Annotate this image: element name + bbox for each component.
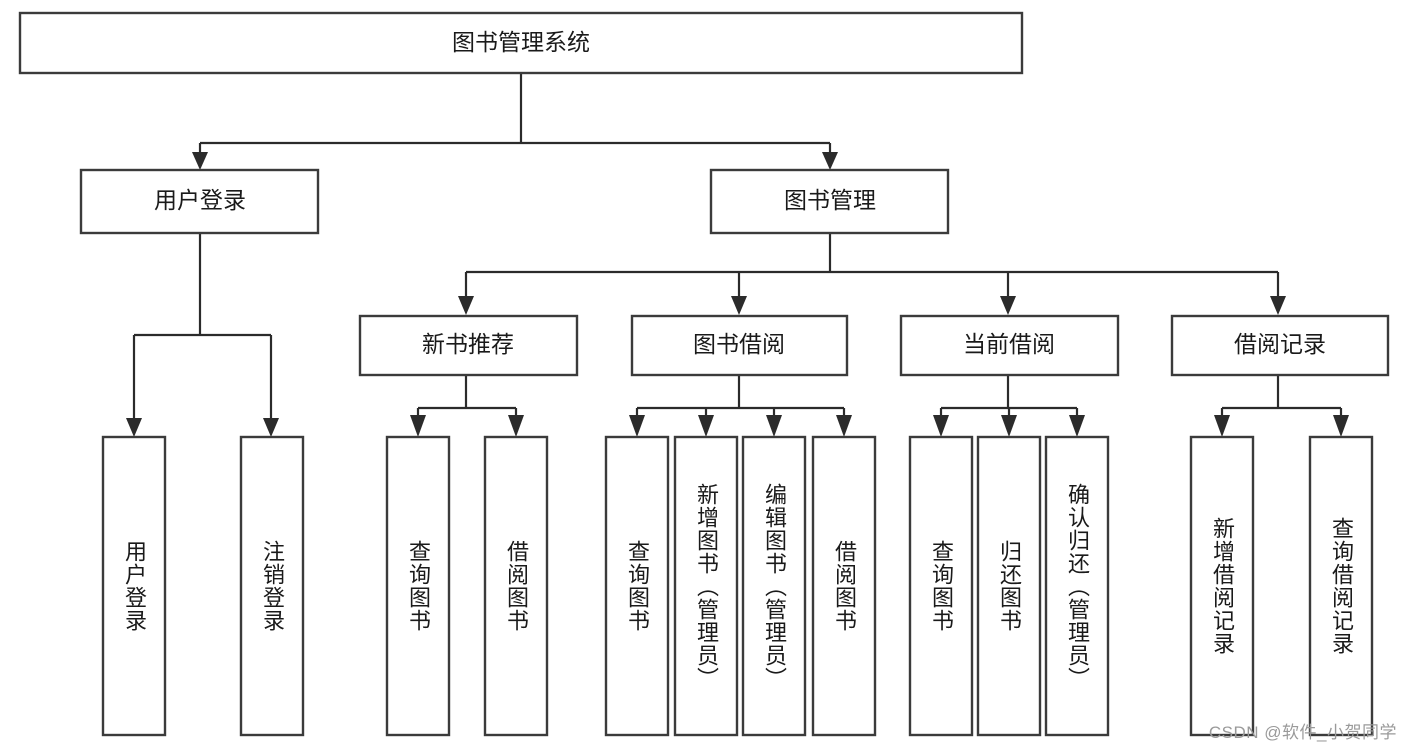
arrow-head-icon <box>126 418 142 437</box>
arrow-head-icon <box>836 415 852 437</box>
arrow-head-icon <box>933 415 949 437</box>
arrow-head-icon <box>1270 296 1286 315</box>
arrow-head-icon <box>410 415 426 437</box>
node-box-root[interactable] <box>18 11 1024 75</box>
connector-borrowrecord-to-leaves <box>1214 375 1349 437</box>
node-box-leaf-query-book-2[interactable] <box>604 435 670 737</box>
arrow-head-icon <box>1214 415 1230 437</box>
connector-userlogin-to-leaves <box>126 233 279 437</box>
arrow-head-icon <box>1001 415 1017 437</box>
arrow-head-icon <box>698 415 714 437</box>
connector-root-to-level2 <box>192 73 838 170</box>
connector-bookmgmt-to-level3 <box>458 233 1286 315</box>
arrow-head-icon <box>766 415 782 437</box>
node-box-leaf-confirm-return[interactable] <box>1044 435 1110 737</box>
connector-newbook-to-leaves <box>410 375 524 437</box>
arrow-head-icon <box>458 296 474 315</box>
node-label-current-borrow: 当前借阅 <box>963 331 1055 357</box>
node-box-new-book-recommend[interactable] <box>358 314 579 377</box>
arrow-head-icon <box>1333 415 1349 437</box>
node-box-leaf-query-book-1[interactable] <box>385 435 451 737</box>
node-box-leaf-borrow-book-2[interactable] <box>811 435 877 737</box>
arrow-head-icon <box>192 152 208 170</box>
node-label-book-borrow: 图书借阅 <box>693 331 785 357</box>
node-box-user-login[interactable] <box>79 168 320 235</box>
node-box-leaf-add-record[interactable] <box>1189 435 1255 737</box>
node-box-leaf-user-login[interactable] <box>101 435 167 737</box>
node-box-current-borrow[interactable] <box>899 314 1120 377</box>
arrow-head-icon <box>629 415 645 437</box>
node-label-book-management: 图书管理 <box>784 187 876 213</box>
node-box-leaf-edit-book[interactable] <box>741 435 807 737</box>
arrow-head-icon <box>822 152 838 170</box>
arrow-head-icon <box>731 296 747 315</box>
node-label-new-book-recommend: 新书推荐 <box>422 331 514 357</box>
connector-currentborrow-to-leaves <box>933 375 1085 437</box>
node-box-book-management[interactable] <box>709 168 950 235</box>
node-box-leaf-add-book[interactable] <box>673 435 739 737</box>
node-label-user-login: 用户登录 <box>154 187 246 213</box>
node-box-leaf-logout[interactable] <box>239 435 305 737</box>
node-label-borrow-record: 借阅记录 <box>1234 331 1326 357</box>
node-label-root: 图书管理系统 <box>452 29 590 55</box>
node-box-book-borrow[interactable] <box>630 314 849 377</box>
node-box-leaf-borrow-book-1[interactable] <box>483 435 549 737</box>
watermark-text: CSDN @软件_小贺同学 <box>1208 723 1397 742</box>
arrow-head-icon <box>263 418 279 437</box>
arrow-head-icon <box>508 415 524 437</box>
arrow-head-icon <box>1069 415 1085 437</box>
node-box-borrow-record[interactable] <box>1170 314 1390 377</box>
node-box-leaf-query-book-3[interactable] <box>908 435 974 737</box>
node-box-leaf-query-record[interactable] <box>1308 435 1374 737</box>
node-box-leaf-return-book[interactable] <box>976 435 1042 737</box>
arrow-head-icon <box>1000 296 1016 315</box>
connector-bookborrow-to-leaves <box>629 375 852 437</box>
